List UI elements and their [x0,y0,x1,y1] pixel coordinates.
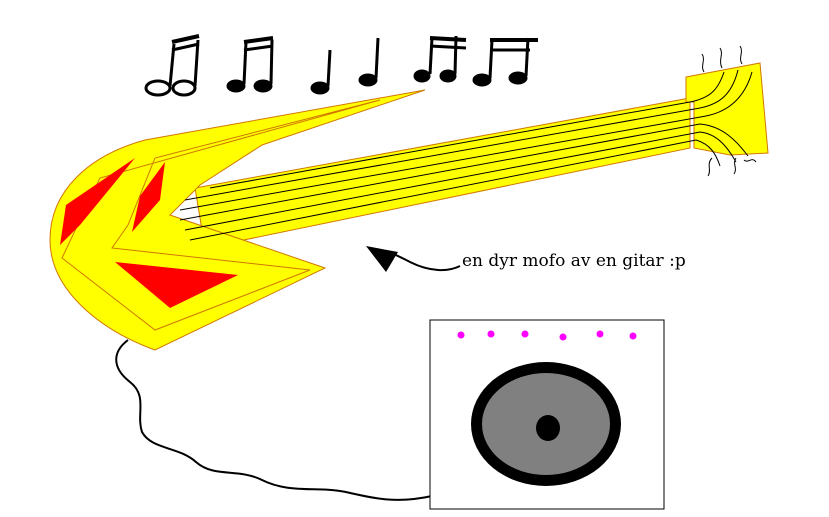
amplifier-drawing [429,319,665,510]
red-accent-lower [115,262,238,308]
note-pair-2 [226,36,274,93]
guitar-caption: en dyr mofo av en gitar :p [462,251,686,271]
music-notes-icon [144,34,538,97]
amp-knobs [457,330,637,341]
arrow-icon [366,246,461,272]
note-pair-4 [472,37,538,87]
red-accent-left [60,158,135,245]
guitar-drawing [49,45,769,351]
single-note-2 [358,37,380,87]
tuner-pegs [701,45,757,177]
single-note-1 [310,49,332,95]
guitar-strings [179,69,753,241]
red-accent-middle [132,162,165,232]
speaker-center [536,415,560,441]
guitar-cable [115,339,433,501]
note-pair-3 [413,35,467,83]
note-pair-1 [144,34,200,97]
